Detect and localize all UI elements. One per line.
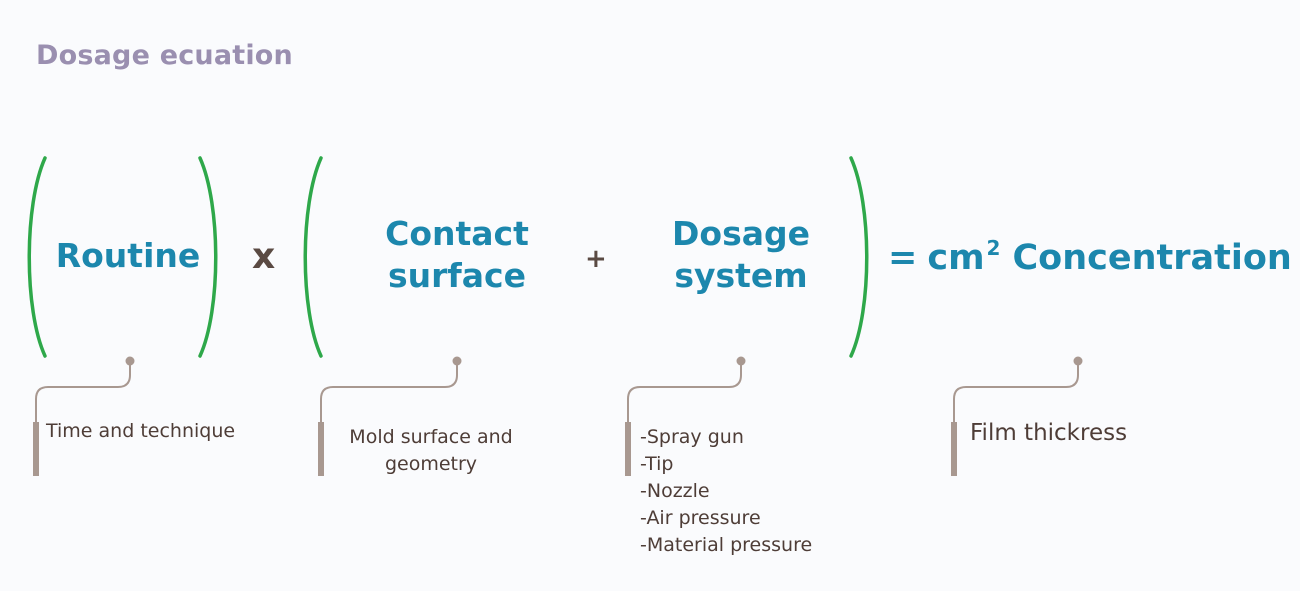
operator-equals: = — [888, 238, 918, 278]
annotation-contact-line-2: geometry — [384, 453, 478, 475]
annotation-routine-line: Time and technique — [46, 420, 236, 442]
right-paren-routine — [198, 156, 218, 358]
annotation-dosage-item: -Air pressure — [640, 507, 761, 529]
term-routine-line: Routine — [55, 236, 201, 275]
result-unit-exponent: 2 — [986, 236, 1001, 260]
annotation-contact-line-1: Mold surface and — [349, 426, 513, 448]
annotation-dosage-system: -Spray gun -Tip -Nozzle -Air pressure -M… — [640, 424, 812, 559]
term-contact-line-1: Contact — [385, 214, 529, 253]
annotation-contact-surface: Mold surface and geometry — [336, 424, 526, 478]
connector-contact-surface — [318, 356, 462, 476]
result-unit-base: cm — [927, 238, 985, 278]
annotation-routine: Time and technique — [46, 418, 235, 445]
annotation-dosage-item: -Nozzle — [640, 480, 710, 502]
term-routine: Routine — [48, 235, 208, 277]
annotation-result-line: Film thickress — [970, 420, 1128, 446]
left-paren-routine — [27, 156, 47, 358]
left-paren-group — [303, 156, 323, 358]
operator-multiply: x — [252, 236, 276, 277]
connector-routine — [33, 356, 135, 476]
annotation-dosage-item: -Spray gun — [640, 426, 744, 448]
connector-dosage-system — [625, 356, 746, 476]
annotation-dosage-item: -Tip — [640, 453, 674, 475]
term-dosage-line-2: system — [674, 256, 808, 295]
term-contact-surface: Contact surface — [366, 213, 548, 297]
annotation-result: Film thickress — [970, 420, 1127, 447]
operator-plus: + — [585, 244, 607, 274]
result-label: Concentration — [1012, 238, 1292, 278]
diagram-title: Dosage ecuation — [36, 40, 293, 71]
right-paren-group — [849, 156, 869, 358]
term-contact-line-2: surface — [388, 256, 526, 295]
term-dosage-system: Dosage system — [650, 213, 832, 297]
connector-result — [951, 356, 1083, 476]
term-dosage-line-1: Dosage — [672, 214, 810, 253]
annotation-dosage-item: -Material pressure — [640, 534, 813, 556]
